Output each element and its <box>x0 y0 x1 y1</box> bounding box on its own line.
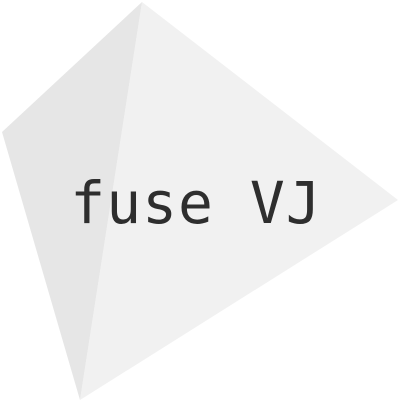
pyramid-face-left <box>2 2 142 400</box>
pyramid-face-right <box>80 2 398 400</box>
logo-wordmark: fuse VJ <box>70 169 322 237</box>
